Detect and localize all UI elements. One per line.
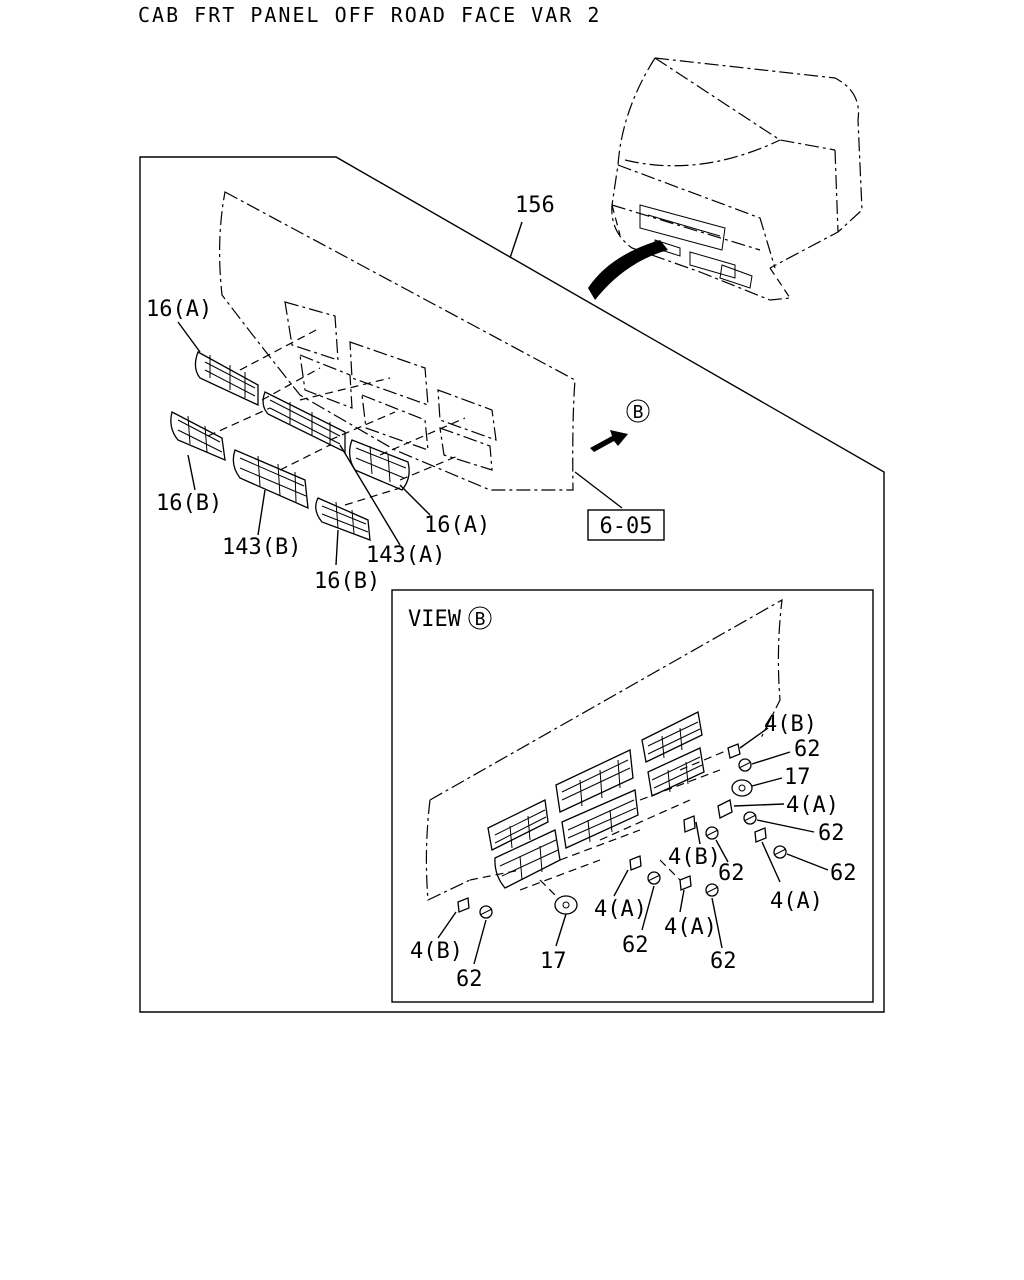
detail-panel-outline [425, 598, 783, 901]
callout-143b: 143(B) [222, 535, 301, 560]
callout-143a: 143(A) [366, 543, 445, 568]
detail-callout-62-4: 62 [718, 861, 745, 886]
view-b-marker: B [626, 399, 650, 423]
svg-text:B: B [633, 402, 644, 423]
callout-16b-left: 16(B) [156, 491, 222, 516]
grille-143b [232, 449, 309, 510]
detail-callout-4a-3: 4(A) [594, 897, 647, 922]
reference-box-label: 6-05 [600, 514, 653, 539]
truck-cab-illustration [588, 57, 863, 301]
detail-callout-62-7: 62 [456, 967, 483, 992]
detail-callout-4a-1: 4(A) [786, 793, 839, 818]
main-view-frame [139, 156, 885, 1013]
callout-16b-bottom: 16(B) [314, 569, 380, 594]
detail-callout-4b-2: 4(B) [668, 845, 721, 870]
detail-callout-4a-4: 4(A) [664, 915, 717, 940]
view-b-arrow [590, 430, 628, 452]
detail-callout-4b-3: 4(B) [410, 939, 463, 964]
screw-parts [479, 758, 787, 919]
detail-grille-center [555, 749, 639, 849]
detail-callout-4a-2: 4(A) [770, 889, 823, 914]
detail-callout-4b-1: 4(B) [764, 712, 817, 737]
grille-16a-right [348, 439, 410, 491]
detail-callout-17-1: 17 [784, 765, 811, 790]
detail-callout-62-1: 62 [794, 737, 821, 762]
detail-callout-17-2: 17 [540, 949, 567, 974]
callout-16a-right: 16(A) [424, 513, 490, 538]
detail-callout-62-5: 62 [622, 933, 649, 958]
detail-callout-62-3: 62 [830, 861, 857, 886]
front-panel-156 [219, 191, 576, 491]
svg-text:B: B [475, 609, 486, 630]
grille-16a-top [194, 351, 259, 407]
detail-view-title: VIEW [408, 607, 462, 632]
callout-156: 156 [515, 193, 555, 218]
callout-16a-top: 16(A) [146, 297, 212, 322]
detail-grille-right [641, 711, 705, 797]
grille-16b-bottom [315, 497, 371, 541]
detail-view-marker: B [468, 606, 492, 630]
grille-143a [262, 391, 346, 454]
diagram-title: CAB FRT PANEL OFF ROAD FACE VAR 2 [138, 3, 601, 27]
detail-view-frame [391, 589, 874, 1003]
detail-grille-left [487, 799, 561, 889]
reference-box [587, 509, 665, 541]
detail-callout-62-2: 62 [818, 821, 845, 846]
grille-16b-left [170, 411, 226, 462]
washer-parts [554, 779, 753, 915]
clip-parts [457, 743, 767, 913]
detail-callout-62-6: 62 [710, 949, 737, 974]
